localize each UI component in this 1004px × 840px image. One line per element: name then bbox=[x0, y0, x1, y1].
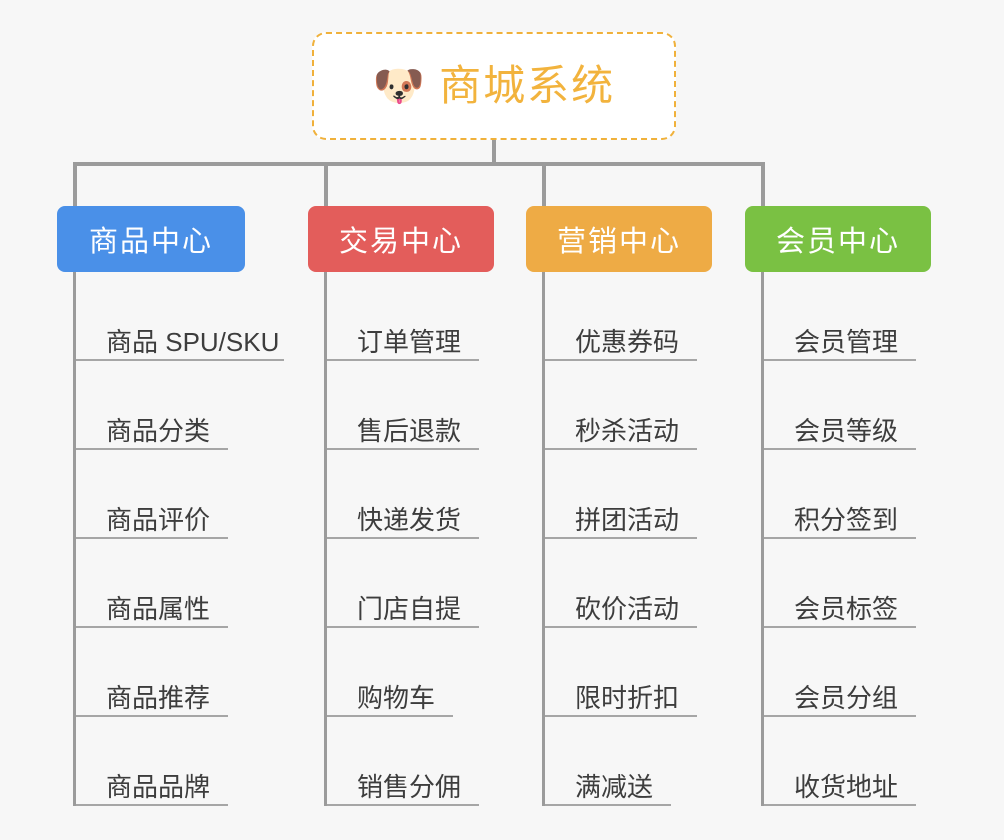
leaf-underline bbox=[76, 448, 228, 450]
branch-header-marketing-center[interactable]: 营销中心 bbox=[526, 206, 712, 272]
leaf-underline bbox=[327, 537, 479, 539]
leaf-item[interactable]: 砍价活动 bbox=[545, 539, 712, 628]
leaf-underline bbox=[545, 626, 697, 628]
leaf-underline bbox=[764, 359, 916, 361]
leaf-underline bbox=[545, 715, 697, 717]
leaf-underline bbox=[76, 537, 228, 539]
branch-header-product-center[interactable]: 商品中心 bbox=[57, 206, 245, 272]
leaf-label: 商品品牌 bbox=[106, 772, 211, 803]
leaf-label: 门店自提 bbox=[357, 594, 462, 625]
leaf-underline bbox=[764, 715, 916, 717]
branch-product-center: 商品中心商品 SPU/SKU 商品分类商品评价商品属性商品推荐商品品牌 bbox=[57, 206, 284, 806]
branch-header-trade-center[interactable]: 交易中心 bbox=[308, 206, 494, 272]
leaf-label: 售后退款 bbox=[357, 416, 462, 447]
leaf-label: 会员标签 bbox=[794, 594, 899, 625]
leaf-underline bbox=[76, 715, 228, 717]
leaf-underline bbox=[545, 537, 697, 539]
branch-drop-connector-member-center bbox=[761, 162, 765, 206]
leaf-underline bbox=[764, 804, 916, 806]
leaf-label: 会员管理 bbox=[794, 327, 899, 358]
leaf-underline bbox=[76, 359, 284, 361]
leaf-label: 收货地址 bbox=[794, 772, 899, 803]
leaf-item[interactable]: 订单管理 bbox=[327, 272, 494, 361]
branch-header-label: 交易中心 bbox=[338, 226, 463, 258]
leaf-item[interactable]: 销售分佣 bbox=[327, 717, 494, 806]
leaf-label: 商品评价 bbox=[106, 505, 211, 536]
leaf-item[interactable]: 快递发货 bbox=[327, 450, 494, 539]
leaf-underline bbox=[545, 804, 671, 806]
leaf-label: 快递发货 bbox=[357, 505, 462, 536]
leaf-label: 购物车 bbox=[357, 683, 436, 714]
leaf-item[interactable]: 会员等级 bbox=[764, 361, 931, 450]
leaf-item[interactable]: 会员分组 bbox=[764, 628, 931, 717]
dog-face-icon: 🐶 bbox=[372, 62, 426, 109]
leaf-item[interactable]: 限时折扣 bbox=[545, 628, 712, 717]
leaf-label: 销售分佣 bbox=[357, 772, 462, 803]
leaf-item[interactable]: 售后退款 bbox=[327, 361, 494, 450]
leaf-underline bbox=[327, 448, 479, 450]
leaf-label: 限时折扣 bbox=[575, 683, 680, 714]
root-stem-connector bbox=[492, 140, 496, 166]
leaf-label: 秒杀活动 bbox=[575, 416, 680, 447]
leaf-item[interactable]: 商品分类 bbox=[76, 361, 245, 450]
leaf-label: 商品推荐 bbox=[106, 683, 211, 714]
branch-spine-product-center: 商品 SPU/SKU 商品分类商品评价商品属性商品推荐商品品牌 bbox=[73, 272, 284, 806]
leaf-item[interactable]: 商品推荐 bbox=[76, 628, 245, 717]
branch-header-label: 会员中心 bbox=[775, 226, 900, 258]
leaf-item[interactable]: 会员管理 bbox=[764, 272, 931, 361]
leaf-label: 商品属性 bbox=[106, 594, 211, 625]
branch-spine-marketing-center: 优惠券码秒杀活动拼团活动砍价活动限时折扣满减送 bbox=[542, 272, 712, 806]
leaf-item[interactable]: 购物车 bbox=[327, 628, 494, 717]
leaf-underline bbox=[76, 626, 228, 628]
horizontal-bus-connector bbox=[73, 162, 765, 166]
leaf-item[interactable]: 门店自提 bbox=[327, 539, 494, 628]
leaf-label: 优惠券码 bbox=[575, 327, 680, 358]
leaf-label: 商品分类 bbox=[106, 416, 211, 447]
leaf-underline bbox=[764, 626, 916, 628]
leaf-underline bbox=[545, 359, 697, 361]
leaf-label: 会员分组 bbox=[794, 683, 899, 714]
branch-spine-trade-center: 订单管理售后退款快递发货门店自提购物车销售分佣 bbox=[324, 272, 494, 806]
leaf-underline bbox=[327, 715, 453, 717]
leaf-label: 积分签到 bbox=[794, 505, 899, 536]
leaf-label: 满减送 bbox=[575, 772, 654, 803]
root-node[interactable]: 🐶 商城系统 bbox=[312, 32, 676, 140]
branch-header-label: 商品中心 bbox=[88, 226, 213, 258]
root-title: 商城系统 bbox=[439, 62, 616, 109]
leaf-item[interactable]: 会员标签 bbox=[764, 539, 931, 628]
leaf-underline bbox=[545, 448, 697, 450]
branch-spine-member-center: 会员管理会员等级积分签到会员标签会员分组收货地址 bbox=[761, 272, 931, 806]
branch-drop-connector-product-center bbox=[73, 162, 77, 206]
branch-trade-center: 交易中心订单管理售后退款快递发货门店自提购物车销售分佣 bbox=[308, 206, 494, 806]
leaf-label: 会员等级 bbox=[794, 416, 899, 447]
leaf-underline bbox=[764, 537, 916, 539]
leaf-item[interactable]: 商品 SPU/SKU bbox=[76, 272, 284, 361]
leaf-label: 砍价活动 bbox=[575, 594, 680, 625]
leaf-underline bbox=[76, 804, 228, 806]
leaf-item[interactable]: 秒杀活动 bbox=[545, 361, 712, 450]
leaf-item[interactable]: 积分签到 bbox=[764, 450, 931, 539]
branch-member-center: 会员中心会员管理会员等级积分签到会员标签会员分组收货地址 bbox=[745, 206, 931, 806]
leaf-item[interactable]: 商品属性 bbox=[76, 539, 245, 628]
branch-drop-connector-marketing-center bbox=[542, 162, 546, 206]
leaf-item[interactable]: 拼团活动 bbox=[545, 450, 712, 539]
leaf-label: 订单管理 bbox=[357, 327, 462, 358]
branch-header-member-center[interactable]: 会员中心 bbox=[745, 206, 931, 272]
branch-drop-connector-trade-center bbox=[324, 162, 328, 206]
leaf-underline bbox=[764, 448, 916, 450]
leaf-item[interactable]: 商品品牌 bbox=[76, 717, 245, 806]
leaf-item[interactable]: 商品评价 bbox=[76, 450, 245, 539]
leaf-underline bbox=[327, 359, 479, 361]
leaf-underline bbox=[327, 804, 479, 806]
branch-header-label: 营销中心 bbox=[556, 226, 681, 258]
branch-marketing-center: 营销中心优惠券码秒杀活动拼团活动砍价活动限时折扣满减送 bbox=[526, 206, 712, 806]
leaf-underline bbox=[327, 626, 479, 628]
leaf-label: 商品 SPU/SKU bbox=[106, 327, 280, 358]
leaf-item[interactable]: 优惠券码 bbox=[545, 272, 712, 361]
leaf-label: 拼团活动 bbox=[575, 505, 680, 536]
leaf-item[interactable]: 满减送 bbox=[545, 717, 712, 806]
leaf-item[interactable]: 收货地址 bbox=[764, 717, 931, 806]
